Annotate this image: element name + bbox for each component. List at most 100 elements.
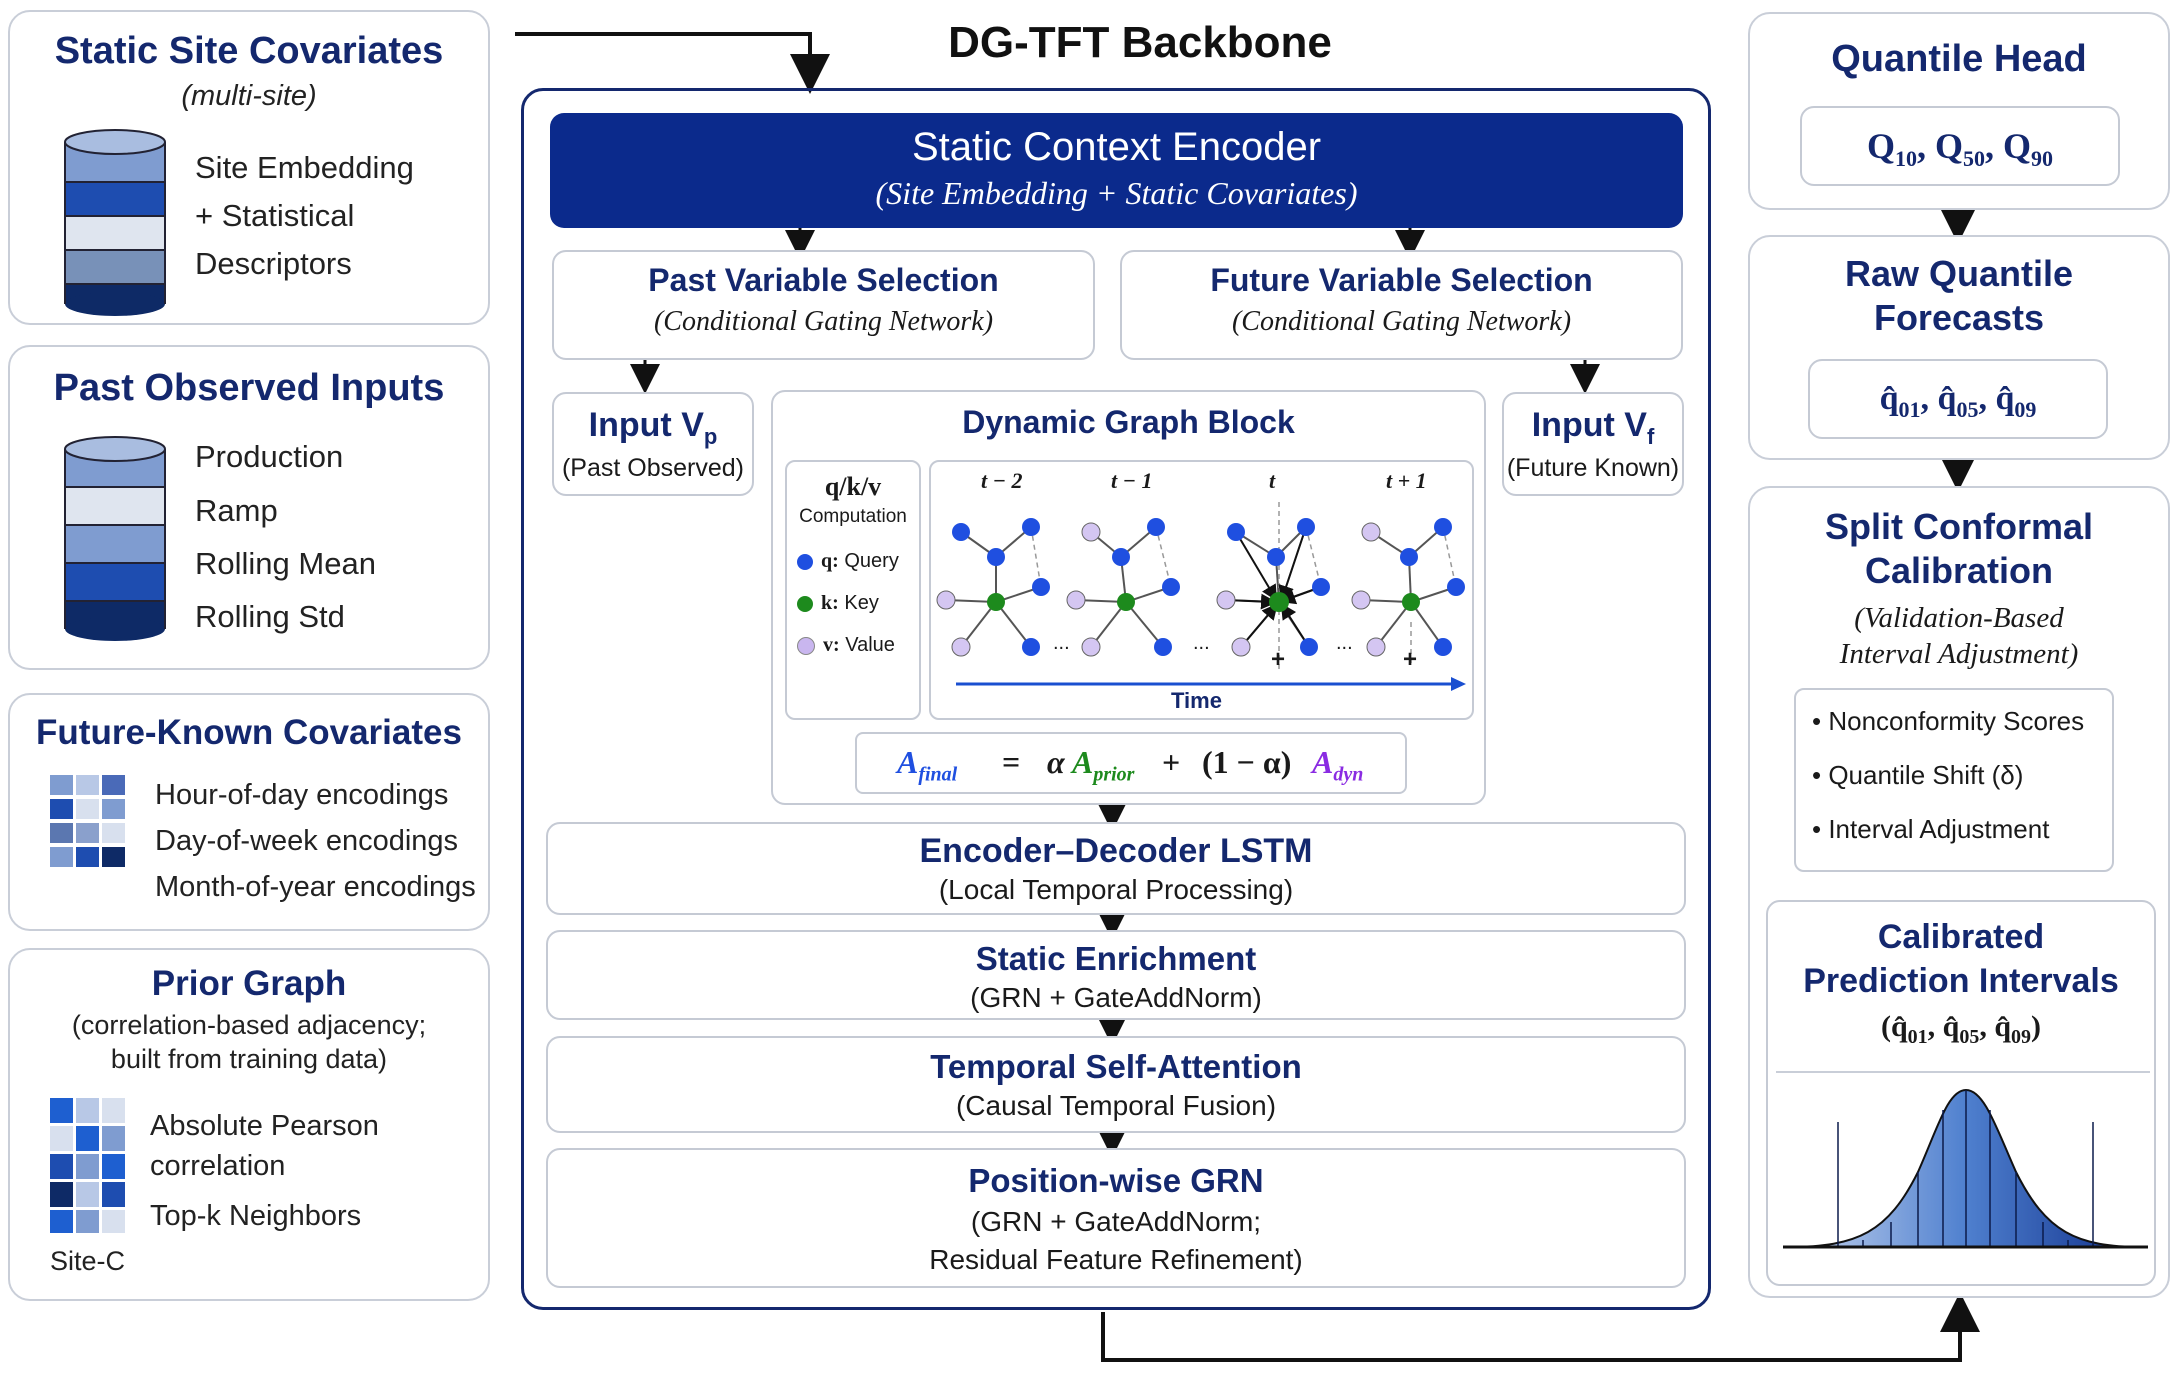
static-encoder-subtitle: (Site Embedding + Static Covariates): [875, 175, 1358, 211]
static-encoder-title: Static Context Encoder: [911, 125, 1322, 169]
graph-ellipsis-2: ...: [1193, 632, 1210, 654]
temporal-graphs-panel: t − 2 t − 1 t t + 1: [929, 460, 1474, 720]
conformal-steps: • Nonconformity Scores • Quantile Shift …: [1794, 688, 2114, 872]
past-variable-selection: Past Variable Selection (Conditional Gat…: [552, 250, 1095, 360]
conformal-title-2: Calibration: [1864, 550, 2053, 591]
input-vp-subscript: p: [703, 423, 718, 449]
calibrated-title-1: Calibrated: [1877, 918, 2045, 956]
future-vs-subtitle: (Conditional Gating Network): [1231, 306, 1572, 337]
input-vp-box: Input Vp (Past Observed): [552, 392, 754, 496]
static-site-item-3: Descriptors: [195, 246, 352, 281]
future-known-covariates-panel: Future-Known Covariates Hour-of-day enco…: [8, 693, 490, 931]
calibrated-title-2: Prediction Intervals: [1803, 962, 2119, 1000]
time-axis-label: Time: [1171, 688, 1222, 713]
past-vs-subtitle: (Conditional Gating Network): [653, 306, 994, 337]
dgb-title: Dynamic Graph Block: [962, 404, 1295, 440]
lstm-subtitle: (Local Temporal Processing): [938, 874, 1294, 905]
legend-value: v: Value: [797, 634, 895, 657]
backbone-frame: [521, 88, 1711, 1310]
formula-a-final: Afinal: [897, 744, 958, 786]
qkv-legend: q/k/v Computation q: Query k: Key v: Val…: [785, 460, 921, 720]
arrow-inputs-to-backbone: [515, 32, 830, 94]
conformal-title-1: Split Conformal: [1825, 506, 2093, 547]
encoding-grid-icon: [50, 775, 130, 875]
graph-ellipsis-3: ...: [1336, 632, 1353, 654]
future-known-title: Future-Known Covariates: [36, 713, 462, 752]
input-vf-box: Input Vf (Future Known): [1502, 392, 1684, 496]
enrichment-title: Static Enrichment: [975, 940, 1257, 977]
input-vf-title: Input V: [1531, 406, 1647, 444]
value-node-icon: [797, 636, 815, 655]
conformal-subtitle-1: (Validation-Based: [1854, 602, 2064, 634]
conformal-step-nonconformity: • Nonconformity Scores: [1812, 706, 2085, 736]
prior-graph-title: Prior Graph: [151, 964, 347, 1003]
past-vs-title: Past Variable Selection: [648, 262, 999, 298]
formula-a-dyn: Adyn: [1312, 744, 1364, 786]
prior-graph-item-topk: Top-k Neighbors: [150, 1200, 362, 1232]
prior-graph-panel: Prior Graph (correlation-based adjacency…: [8, 948, 490, 1301]
time-label-t-minus-2: t − 2: [981, 468, 1023, 493]
arrow-backbone-to-calibrated: [1101, 1292, 1980, 1362]
grn-subtitle-2: Residual Feature Refinement): [929, 1244, 1303, 1275]
formula-one-minus-alpha: (1 − α): [1202, 744, 1292, 780]
quantile-head-panel: Quantile Head Q10, Q50, Q90: [1748, 12, 2170, 210]
conformal-subtitle-2: Interval Adjustment): [1839, 638, 2079, 670]
prior-graph-subtitle-2: built from training data): [110, 1044, 388, 1074]
temporal-self-attention: Temporal Self-Attention (Causal Temporal…: [546, 1036, 1686, 1133]
formula-alpha: α: [1047, 744, 1065, 780]
prediction-interval-bell-curve: [1776, 1071, 2150, 1249]
future-known-item-day: Day-of-week encodings: [155, 825, 459, 857]
formula-a-prior: Aprior: [1072, 744, 1135, 786]
time-label-t-minus-1: t − 1: [1111, 468, 1153, 493]
database-icon: [64, 436, 166, 641]
backbone-title: DG-TFT Backbone: [948, 18, 1332, 67]
static-site-item-1: Site Embedding: [195, 150, 414, 185]
past-observed-item-rolling-mean: Rolling Mean: [195, 546, 376, 581]
prior-graph-item-pearson: Absolute Pearson: [150, 1110, 379, 1142]
prior-graph-item-correlation: correlation: [150, 1150, 286, 1182]
encoder-decoder-lstm: Encoder–Decoder LSTM (Local Temporal Pro…: [546, 822, 1686, 915]
quantile-head-title: Quantile Head: [1831, 38, 2087, 80]
lstm-title: Encoder–Decoder LSTM: [919, 832, 1313, 870]
static-site-covariates-panel: Static Site Covariates (multi-site) Site…: [8, 10, 490, 325]
future-variable-selection: Future Variable Selection (Conditional G…: [1120, 250, 1683, 360]
time-label-t: t: [1269, 468, 1276, 493]
enrichment-subtitle: (GRN + GateAddNorm): [970, 982, 1262, 1013]
legend-key: k: Key: [797, 592, 879, 615]
future-known-item-month: Month-of-year encodings: [155, 871, 476, 903]
input-vp-title: Input V: [588, 406, 704, 444]
static-context-encoder: Static Context Encoder (Site Embedding +…: [550, 113, 1683, 228]
prior-graph-site-label: Site-C: [50, 1246, 126, 1276]
grn-title: Position-wise GRN: [968, 1162, 1264, 1199]
position-wise-grn: Position-wise GRN (GRN + GateAddNorm; Re…: [546, 1148, 1686, 1288]
adjacency-fusion-formula: Afinal = α Aprior + (1 − α) Adyn: [855, 732, 1407, 794]
static-site-item-2: + Statistical: [195, 198, 355, 233]
dynamic-graph-block: Dynamic Graph Block q/k/v Computation q:…: [771, 390, 1486, 805]
database-icon: [64, 129, 166, 316]
calibrated-values: (q̂01, q̂05, q̂09): [1880, 1010, 2042, 1048]
key-node-icon: [797, 595, 813, 612]
input-vp-caption: (Past Observed): [561, 454, 744, 482]
raw-quantile-forecasts-panel: Raw Quantile Forecasts q̂01, q̂05, q̂09: [1748, 235, 2170, 460]
raw-forecasts-title-2: Forecasts: [1873, 297, 2045, 338]
past-observed-item-ramp: Ramp: [195, 493, 278, 528]
raw-forecasts-title-1: Raw Quantile: [1844, 253, 2074, 294]
qkv-legend-title: q/k/v: [824, 472, 882, 501]
adjacency-matrix-icon: [50, 1098, 130, 1233]
raw-forecasts-values: q̂01, q̂05, q̂09: [1808, 359, 2108, 439]
quantile-head-levels: Q10, Q50, Q90: [1800, 106, 2120, 186]
qkv-legend-subtitle: Computation: [799, 506, 907, 527]
input-vf-subscript: f: [1646, 423, 1655, 449]
aggregate-plus-t1: +: [1403, 646, 1418, 673]
conformal-step-interval-adjustment: • Interval Adjustment: [1812, 814, 2050, 844]
past-observed-title: Past Observed Inputs: [53, 367, 445, 409]
formula-plus: +: [1162, 744, 1181, 780]
dynamic-graph-snapshots: [936, 502, 1466, 691]
query-node-icon: [797, 553, 813, 570]
aggregate-plus-t: +: [1271, 646, 1286, 673]
past-observed-item-production: Production: [195, 439, 344, 474]
past-observed-inputs-panel: Past Observed Inputs Production Ramp Rol…: [8, 345, 490, 670]
input-vf-caption: (Future Known): [1506, 454, 1680, 482]
static-enrichment: Static Enrichment (GRN + GateAddNorm): [546, 930, 1686, 1020]
future-known-item-hour: Hour-of-day encodings: [155, 779, 449, 811]
